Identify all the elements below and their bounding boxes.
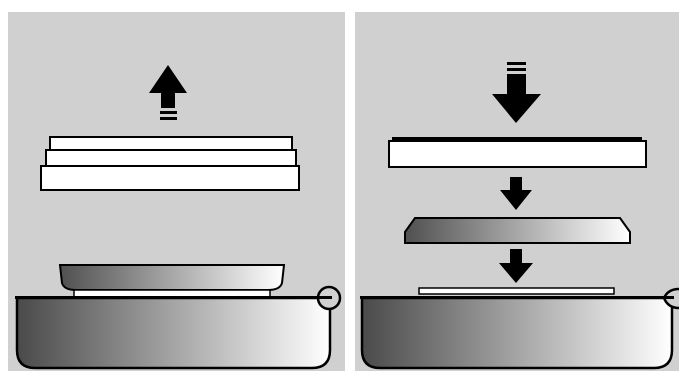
ring-bottom [40, 165, 300, 191]
down-arrow-small-icon [499, 249, 533, 283]
inner-tray [58, 264, 286, 291]
ring-middle [45, 149, 297, 167]
pan [360, 296, 674, 370]
stacked-rings [40, 136, 300, 191]
top-ring [388, 137, 647, 168]
base-plate [73, 289, 271, 298]
down-arrow-icon [492, 62, 541, 123]
down-arrow-small-icon [500, 177, 532, 210]
pan [15, 296, 332, 370]
inner-tray [404, 217, 631, 244]
up-arrow-icon [149, 65, 187, 120]
ring-top [49, 136, 293, 151]
right-panel [355, 12, 679, 371]
base-plate [418, 287, 615, 295]
left-panel [8, 12, 345, 371]
